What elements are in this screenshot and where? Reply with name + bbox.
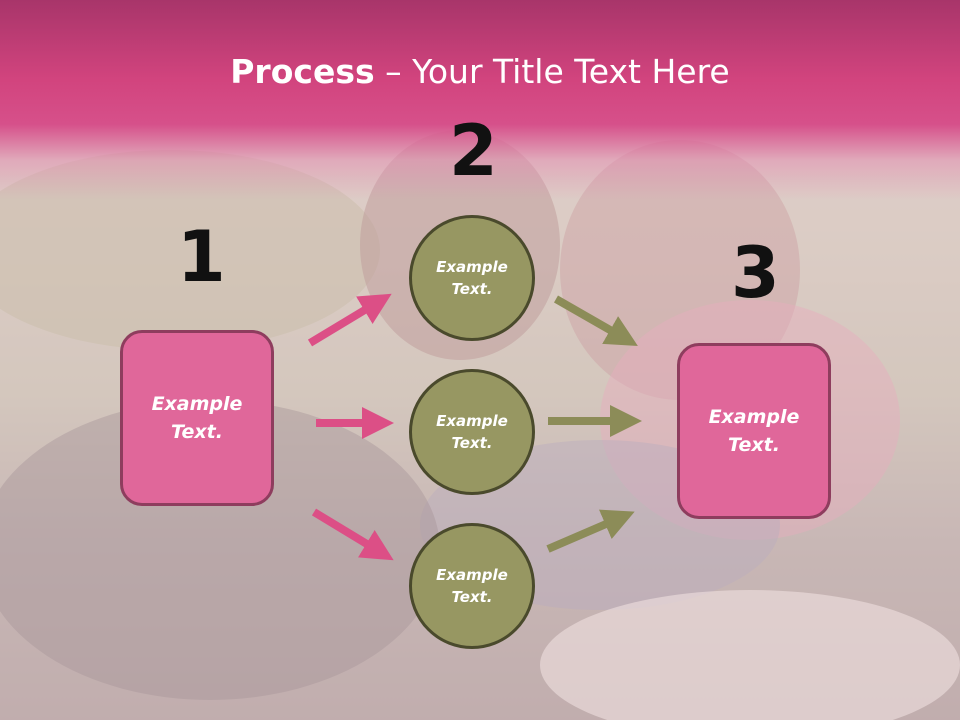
process-circle-bottom[interactable]: Example Text. [409,523,535,649]
process-box-right-text: Example Text. [708,405,800,457]
step-number-3: 3 [731,232,780,314]
process-circle-top-text: Example Text. [436,257,508,299]
process-circle-middle[interactable]: Example Text. [409,369,535,495]
step-number-2: 2 [449,110,498,192]
process-box-right[interactable]: Example Text. [677,343,831,519]
process-circle-bottom-text: Example Text. [436,565,508,607]
arrow-pink-upper [307,293,392,347]
process-circle-middle-text: Example Text. [436,411,508,453]
title-bold: Process [230,52,375,91]
step-number-1: 1 [177,216,226,298]
title-band [0,0,960,200]
arrow-olive-upper [554,295,638,346]
arrow-olive-lower [546,509,635,553]
process-circle-top[interactable]: Example Text. [409,215,535,341]
title-rest: – Your Title Text Here [374,52,730,91]
slide-title: Process – Your Title Text Here [0,52,960,91]
process-box-left-text: Example Text. [151,392,243,444]
arrow-pink-lower [311,508,394,561]
process-box-left[interactable]: Example Text. [120,330,274,506]
